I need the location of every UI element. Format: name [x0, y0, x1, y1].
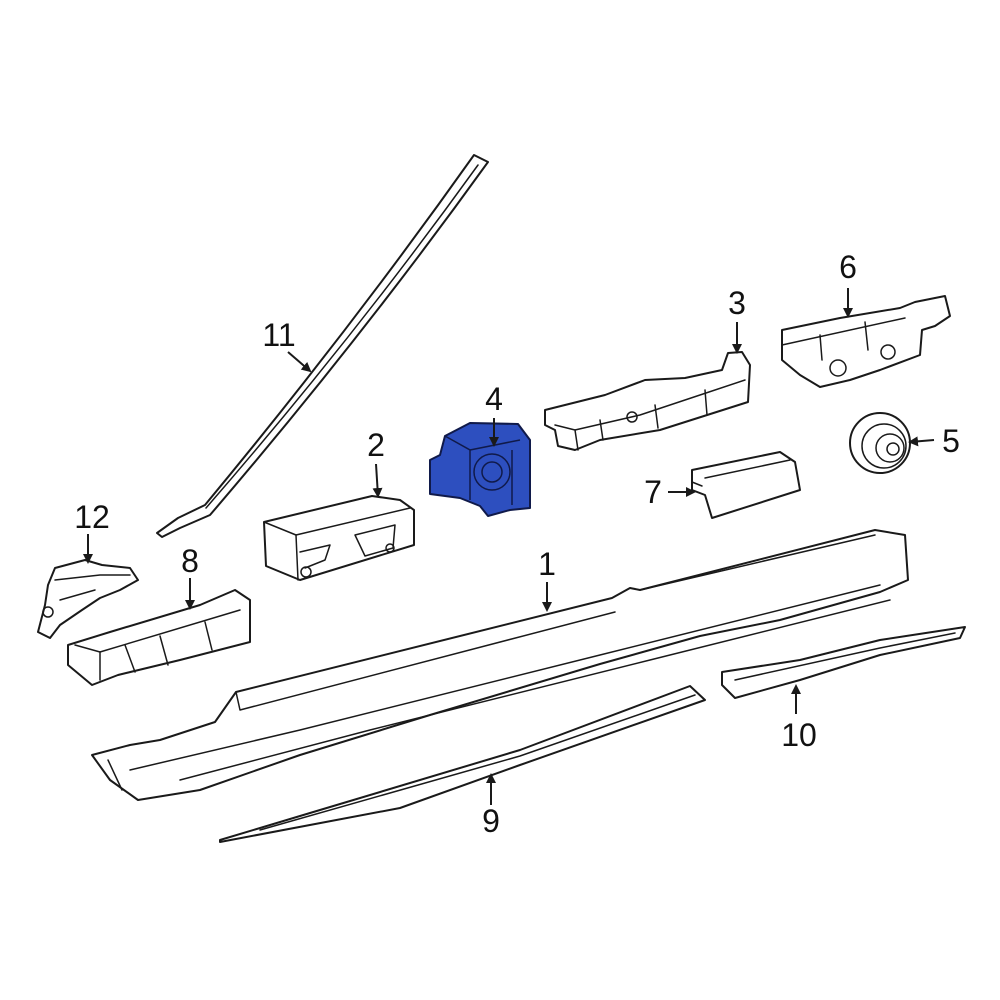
- part-6-mount-bracket[interactable]: [781, 295, 951, 388]
- leader-lines: [83, 288, 935, 805]
- callout-6: 6: [839, 249, 857, 285]
- callout-1: 1: [538, 546, 556, 582]
- callout-10: 10: [781, 717, 817, 753]
- leader-11: [287, 351, 312, 373]
- callout-3: 3: [728, 285, 746, 321]
- callout-4: 4: [485, 381, 503, 417]
- part-2-bracket[interactable]: [263, 495, 415, 581]
- callout-8: 8: [181, 543, 199, 579]
- part-1-rocker-panel[interactable]: [91, 529, 909, 801]
- part-7-cap[interactable]: [691, 451, 801, 519]
- part-4-clip-housing[interactable]: [429, 422, 531, 517]
- callout-12: 12: [74, 499, 110, 535]
- callout-labels: 1 2 3 4 5 6 7 8 9 10 11 12: [74, 249, 960, 839]
- part-11-molding-strip[interactable]: [156, 154, 489, 538]
- part-10-trim-strip[interactable]: [721, 626, 966, 699]
- callout-7: 7: [644, 474, 662, 510]
- leader-2: [372, 463, 383, 498]
- part-3-bracket[interactable]: [544, 351, 751, 451]
- part-9-trim-strip[interactable]: [219, 685, 706, 843]
- part-5-grommet[interactable]: [849, 412, 911, 474]
- part-12-clip[interactable]: [37, 559, 139, 639]
- callout-9: 9: [482, 803, 500, 839]
- callout-2: 2: [367, 427, 385, 463]
- leader-5: [908, 436, 935, 447]
- part-8-bracket[interactable]: [67, 589, 251, 686]
- callout-5: 5: [942, 423, 960, 459]
- callout-11: 11: [262, 317, 295, 353]
